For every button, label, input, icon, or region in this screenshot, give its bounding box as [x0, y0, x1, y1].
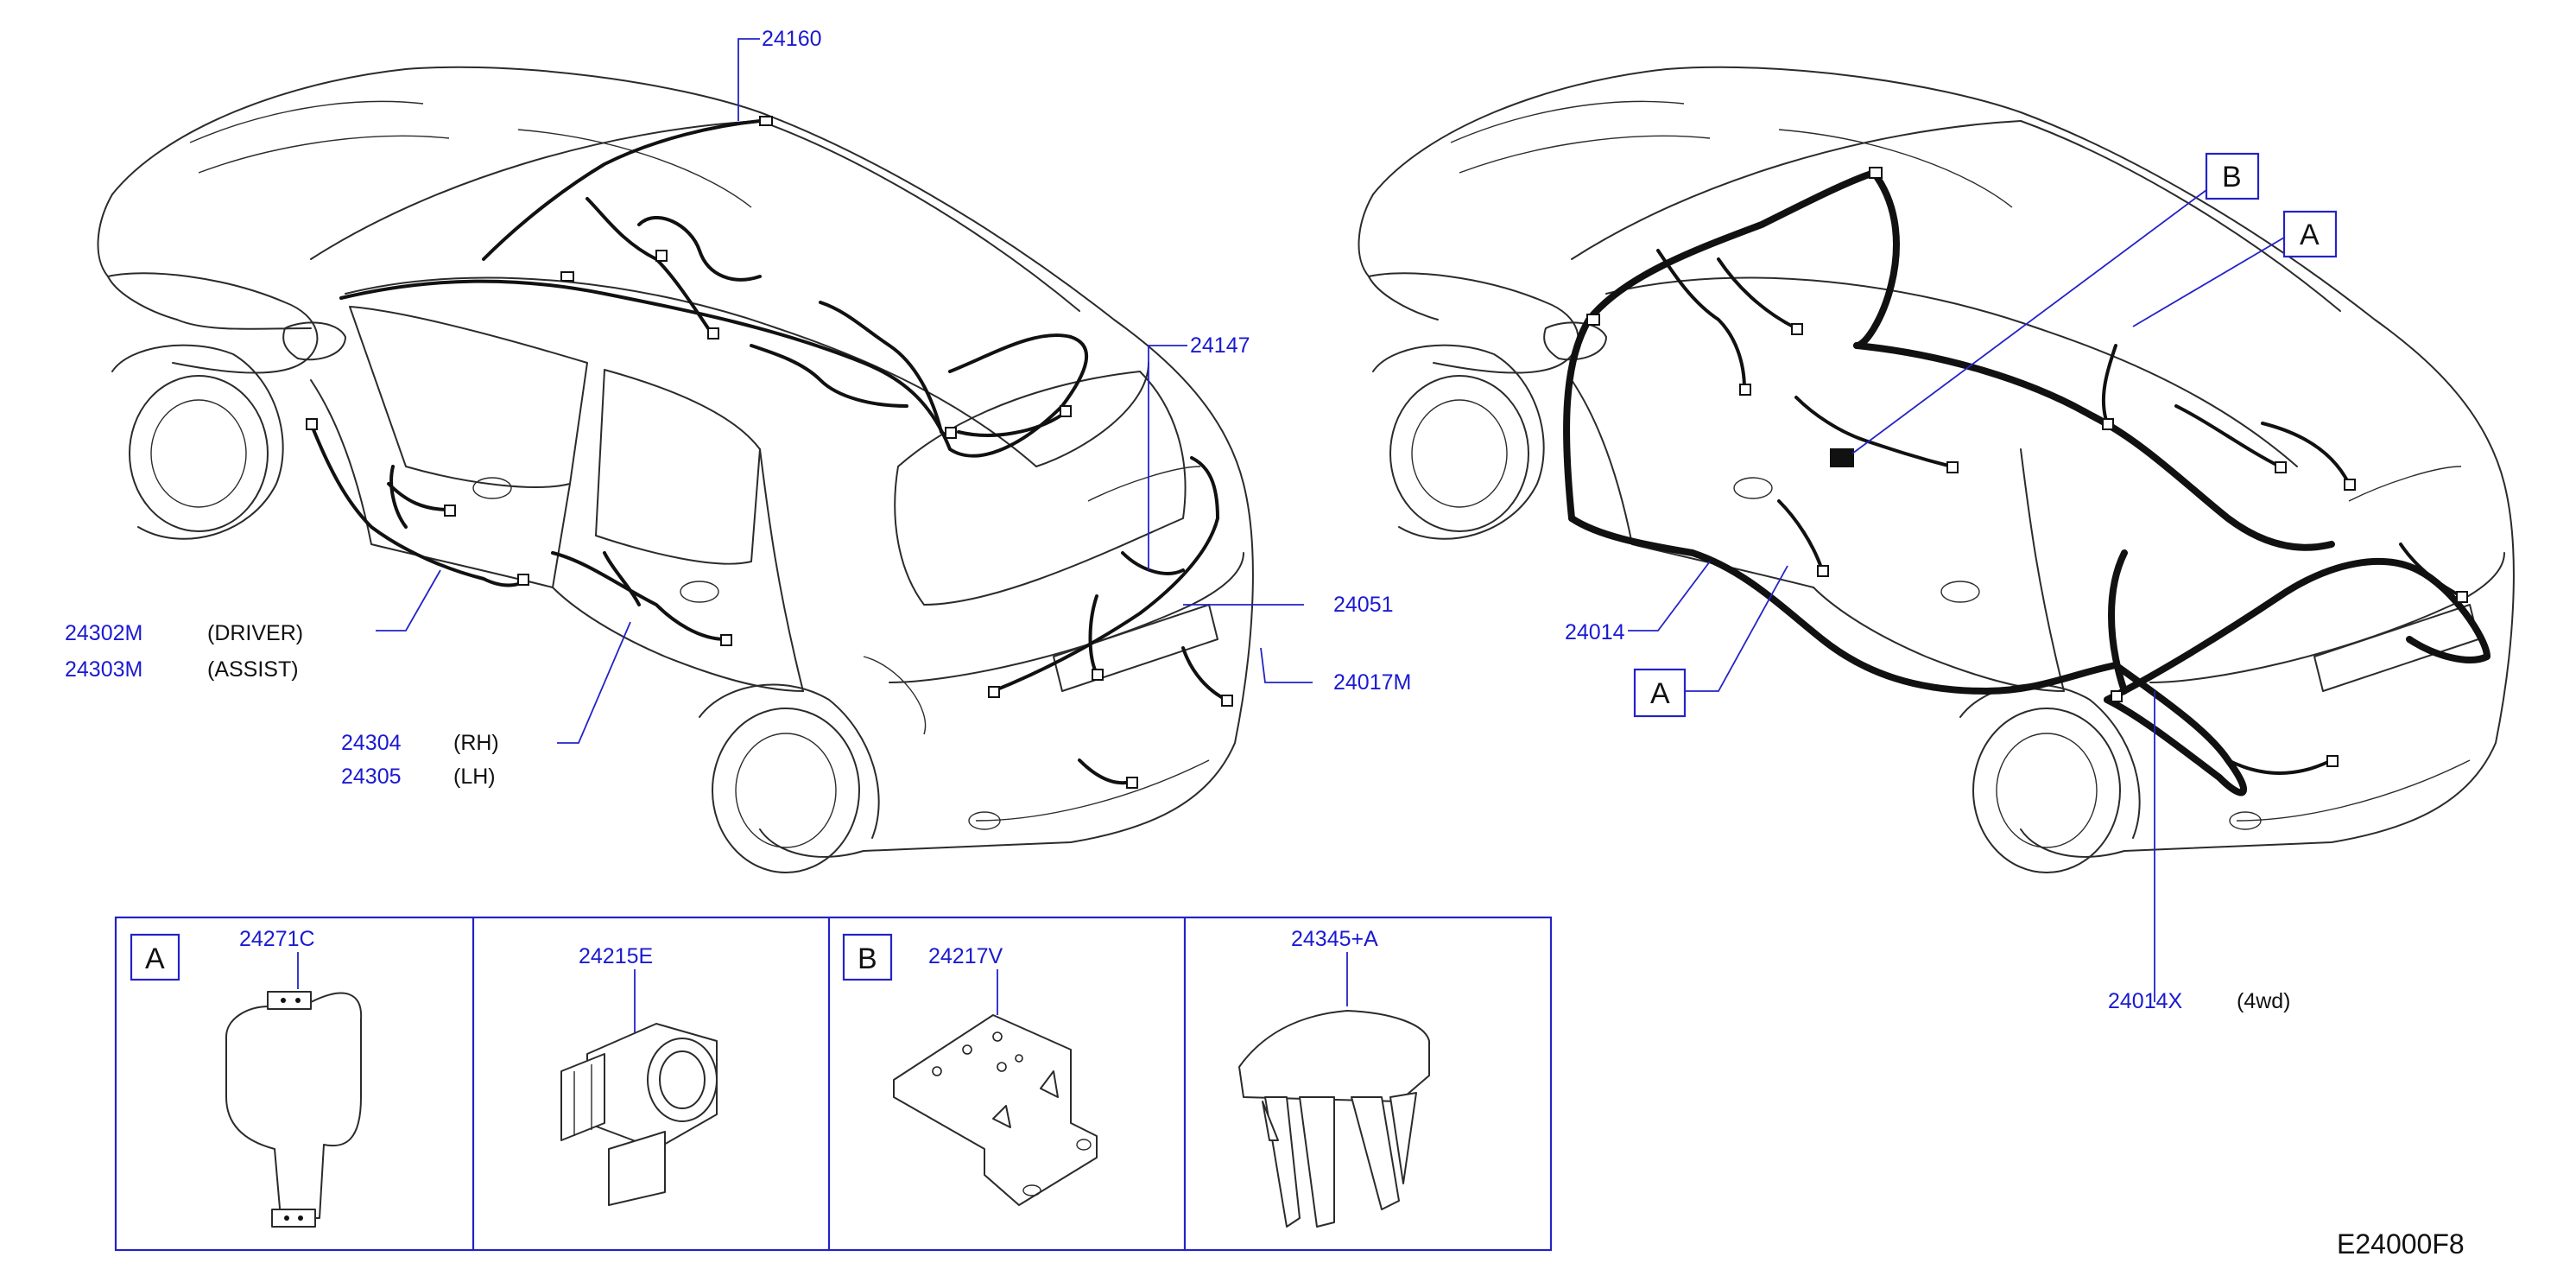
detail-panel-24215e: 24215E — [560, 944, 718, 1206]
label-24305: 24305 — [341, 765, 402, 789]
detail-panel-24217v: B 24217V — [842, 933, 1098, 1206]
note-lh: (LH) — [453, 765, 496, 789]
panel-box-letter-b: B — [858, 942, 877, 975]
label-24014: 24014 — [1565, 620, 1625, 644]
panel-frame — [114, 916, 1553, 1252]
note-rh: (RH) — [453, 731, 499, 755]
label-24304: 24304 — [341, 731, 402, 755]
note-driver: (DRIVER) — [207, 621, 303, 645]
detail-panel-24271c: A 24271C — [130, 927, 363, 1228]
callout-box-a-side — [1633, 668, 1687, 718]
label-24051: 24051 — [1333, 593, 1394, 617]
diagram-code: E24000F8 — [2337, 1228, 2465, 1260]
callout-letter-b: B — [2222, 161, 2242, 194]
left-vehicle-illustration — [97, 66, 1254, 873]
part-label-24217v: 24217V — [928, 944, 1003, 968]
left-vehicle-harness — [306, 116, 1233, 789]
part-label-24215e: 24215E — [579, 944, 653, 968]
note-assist: (ASSIST) — [207, 657, 299, 682]
panel-box-b — [842, 933, 893, 981]
note-4wd: (4wd) — [2237, 989, 2291, 1013]
left-labels: 24160 24147 24051 24017M 24302M (DRIVER)… — [65, 27, 1411, 789]
callout-box-b — [2205, 152, 2260, 200]
detail-panel-strip — [114, 916, 1553, 1252]
panel-box-a — [130, 933, 180, 981]
right-vehicle-harness — [1563, 167, 2491, 796]
label-24014x: 24014X — [2108, 989, 2183, 1013]
right-callouts: B A A — [1633, 152, 2338, 718]
part-label-24345a: 24345+A — [1291, 927, 1378, 951]
label-24303m: 24303M — [65, 657, 142, 682]
left-leader-lines — [376, 38, 1313, 744]
label-24147: 24147 — [1190, 333, 1250, 358]
label-24160: 24160 — [762, 27, 822, 51]
right-labels: 24014 24014X (4wd) — [1565, 620, 2291, 1013]
label-24302m: 24302M — [65, 621, 142, 645]
detail-panel-24345a: 24345+A — [1238, 927, 1430, 1228]
part-label-24271c: 24271C — [239, 927, 315, 951]
callout-box-a-top — [2282, 210, 2338, 258]
label-24017m: 24017M — [1333, 670, 1411, 695]
callout-letter-a-side: A — [1650, 677, 1670, 710]
right-leader-lines — [1628, 189, 2285, 1002]
panel-box-letter-a: A — [145, 942, 165, 975]
callout-letter-a-top: A — [2300, 219, 2320, 251]
